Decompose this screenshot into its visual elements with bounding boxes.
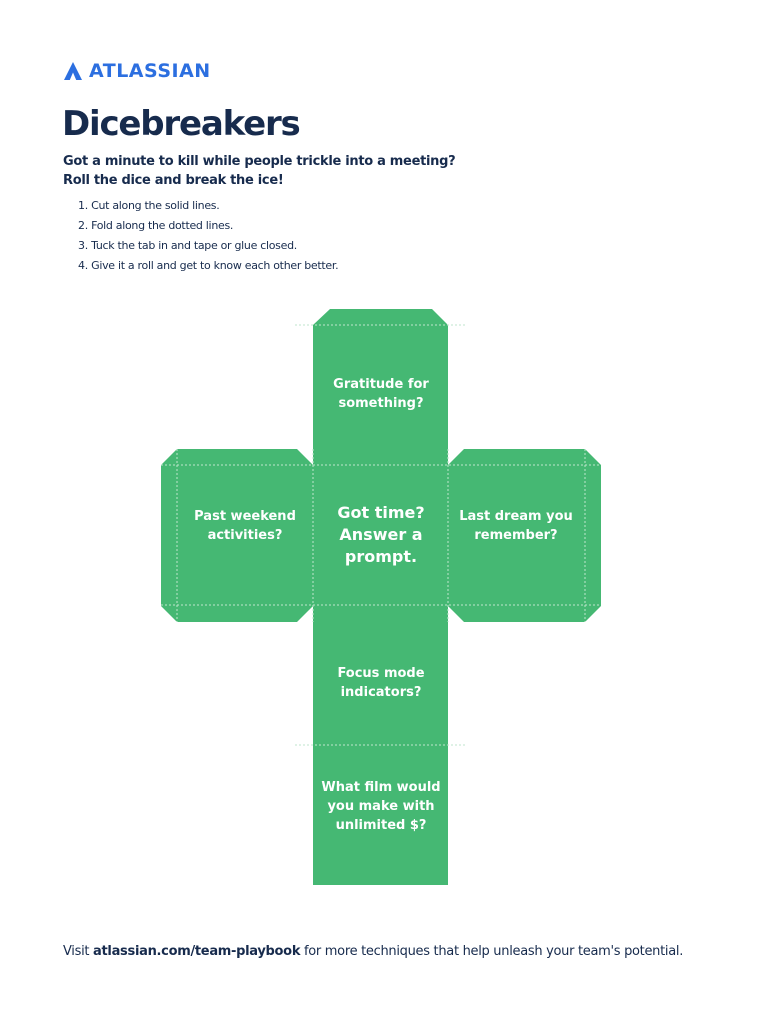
die-top-prompt: Gratitude for something? [333, 377, 429, 411]
instruction-step: 1. Cut along the solid lines. [78, 199, 220, 212]
subtitle-line-1: Got a minute to kill while people trickl… [63, 154, 456, 169]
die-left-face [161, 449, 313, 622]
die-lower-prompt: Focus mode indicators? [337, 666, 425, 700]
brand-name: ATLASSIAN [89, 60, 211, 82]
subtitle: Got a minute to kill while people trickl… [63, 152, 456, 190]
die-bottom-face [313, 745, 448, 885]
die-lower-face [313, 605, 448, 746]
atlassian-logo[interactable]: ATLASSIAN [63, 60, 211, 82]
footer-suffix: for more techniques that help unleash yo… [300, 944, 684, 959]
die-right-prompt: Last dream you remember? [459, 509, 573, 543]
instruction-step: 3. Tuck the tab in and tape or glue clos… [78, 239, 297, 252]
atlassian-logo-icon [64, 62, 82, 80]
subtitle-line-2: Roll the dice and break the ice! [63, 173, 284, 188]
die-top-tab [313, 309, 448, 465]
die-right-face [448, 449, 601, 622]
instruction-step: 2. Fold along the dotted lines. [78, 219, 234, 232]
instruction-step: 4. Give it a roll and get to know each o… [78, 259, 339, 272]
die-center-prompt: Got time? Answer a prompt. [337, 503, 425, 566]
die-bottom-prompt: What film would you make with unlimited … [321, 780, 441, 833]
page-title: Dicebreakers [62, 104, 301, 144]
die-center-face [313, 464, 448, 606]
fold-lines [161, 324, 601, 746]
team-playbook-link[interactable]: atlassian.com/team-playbook [93, 944, 301, 959]
footer-prefix: Visit [63, 944, 94, 959]
footer-text: Visit atlassian.com/team-playbook for mo… [63, 944, 683, 959]
instructions-list: 1. Cut along the solid lines. 2. Fold al… [78, 196, 339, 276]
die-left-prompt: Past weekend activities? [194, 509, 296, 543]
